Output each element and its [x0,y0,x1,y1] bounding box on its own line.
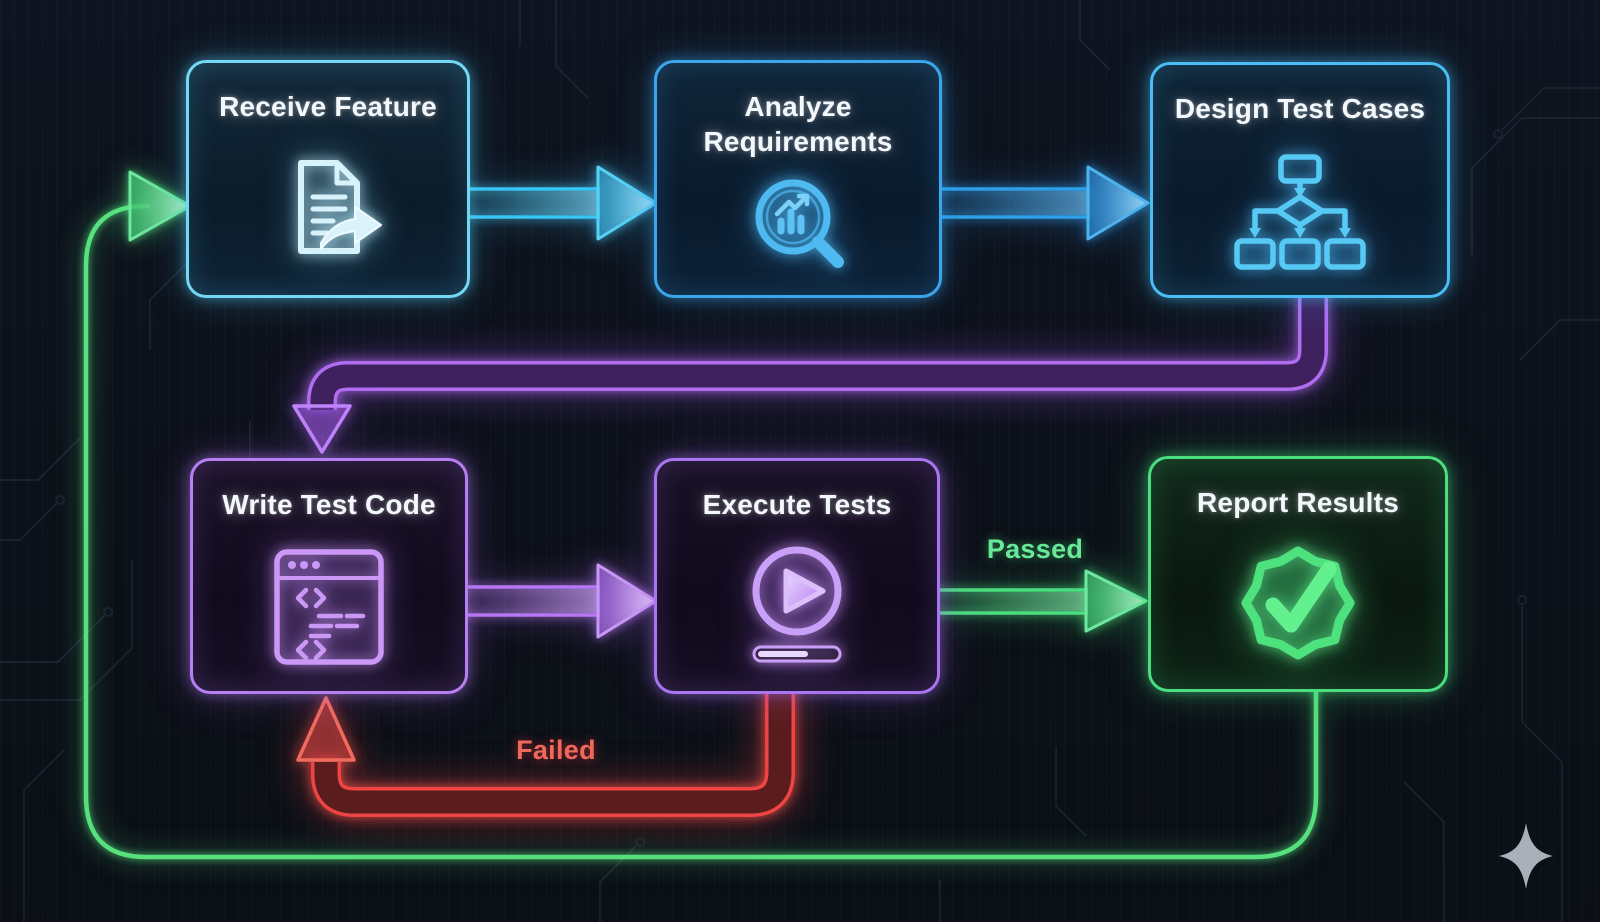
node-title: Write Test Code [222,489,436,520]
node-title: Execute Tests [702,489,892,520]
edge-report-results-to-receive-feature [83,170,1319,860]
edge-analyze-requirements-to-design-test-cases [936,165,1150,241]
edge-write-test-code-to-execute-tests [462,563,658,639]
failed-label: Failed [516,735,596,765]
node-title: Receive Feature [219,91,437,122]
node-execute-tests: Execute Tests [654,458,940,694]
node-receive-feature: Receive Feature [186,60,470,298]
node-title: Analyze Requirements [703,91,893,157]
node-icon-area [193,522,465,691]
edge-design-test-cases-to-write-test-code [292,290,1328,454]
node-report-results: Report Results [1148,456,1448,692]
magnifier-chart-icon [755,179,844,268]
edge-execute-tests-failed-to-write-test-code [296,686,795,817]
node-icon-area [657,159,939,295]
node-icon-area [1153,126,1447,295]
document-arrow-icon [298,159,382,254]
node-write-test-code: Write Test Code [190,458,468,694]
flowchart-tree-icon [1234,153,1366,270]
node-title: Design Test Cases [1174,93,1426,124]
code-window-icon [274,548,384,665]
node-icon-area [189,124,467,295]
node-icon-area [657,522,937,691]
edge-execute-tests-passed-to-report-results [934,569,1148,633]
node-icon-area [1151,520,1445,689]
node-title: Report Results [1197,487,1399,518]
node-analyze-requirements: Analyze Requirements [654,60,942,298]
check-badge-icon [1241,546,1355,659]
node-design-test-cases: Design Test Cases [1150,62,1450,298]
play-progress-icon [752,546,842,662]
edge-receive-feature-to-analyze-requirements [464,165,658,241]
sparkle-icon [1499,823,1553,889]
passed-label: Passed [986,534,1084,564]
